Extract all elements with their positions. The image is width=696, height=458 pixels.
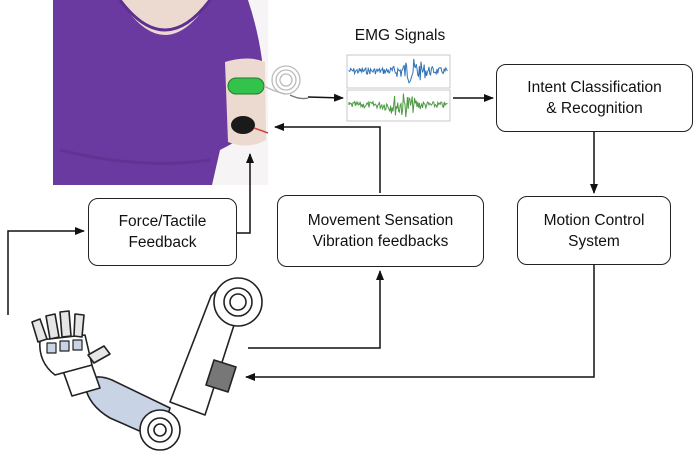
intent-classification-box: Intent Classification & Recognition <box>496 64 693 132</box>
robotic-arm <box>31 277 263 451</box>
green-emg-sensor <box>227 77 265 95</box>
force-tactile-feedback-box: Force/Tactile Feedback <box>88 198 237 266</box>
force-box-line-2: Feedback <box>128 234 197 251</box>
arrow-robot-to-movement <box>248 270 384 349</box>
motion-box-line-1: Motion Control <box>543 211 645 229</box>
motion-control-system-box: Motion Control System <box>517 196 671 265</box>
actuator-block <box>205 359 237 393</box>
force-box-line-1: Force/Tactile <box>118 213 207 230</box>
intent-box-line-1: Intent Classification <box>527 79 662 96</box>
movement-box-line-1: Movement Sensation <box>307 212 454 229</box>
movement-sensation-box: Movement Sensation Vibration feedbacks <box>277 195 484 267</box>
arrow-sensor-to-emg <box>307 93 344 102</box>
arrow-movement-to-arm <box>274 123 381 193</box>
emg-signal-panel-bottom <box>346 89 451 122</box>
cable-coil <box>263 65 309 100</box>
movement-box-line-2: Vibration feedbacks <box>312 233 449 250</box>
intent-box-line-2: & Recognition <box>546 100 643 117</box>
purple-shirt <box>53 0 262 185</box>
person-photo <box>53 0 309 185</box>
arrow-hand-to-force <box>7 227 85 315</box>
arrow-force-to-arm <box>237 153 254 234</box>
arrow-motion-to-robot <box>245 265 595 381</box>
emg-signal-panel-top <box>346 54 451 89</box>
motion-box-line-2: System <box>568 232 620 250</box>
vibration-motor <box>231 116 255 134</box>
emg-signals-title: EMG Signals <box>354 27 446 44</box>
